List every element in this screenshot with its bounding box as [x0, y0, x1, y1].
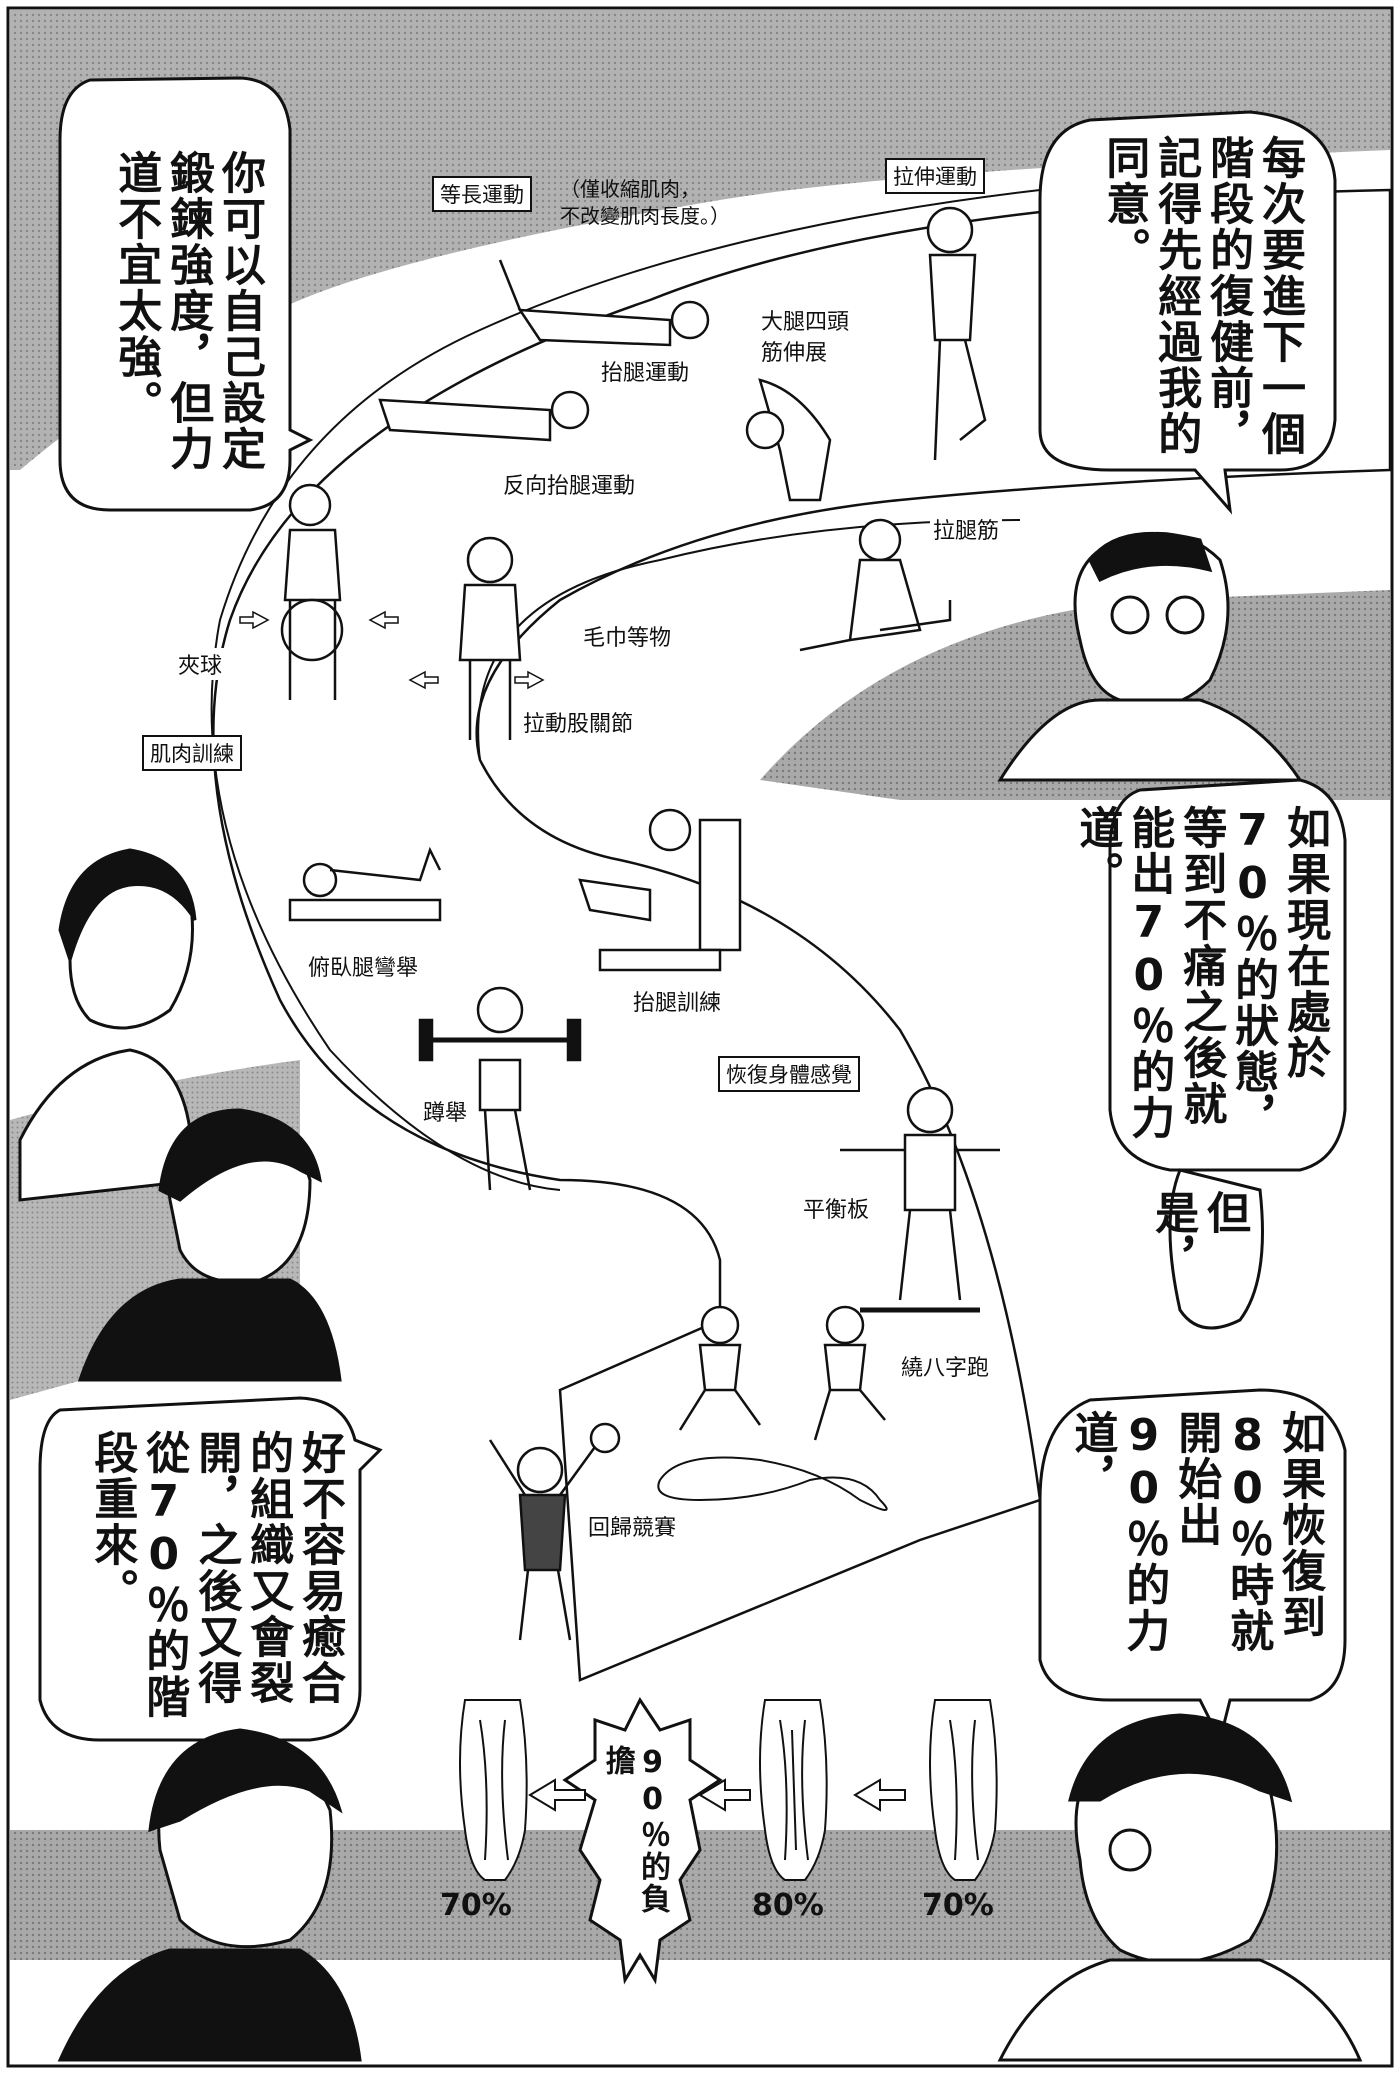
- burst-bubble: [562, 1697, 723, 1985]
- speech-bubble-mid-right: [1108, 778, 1347, 1172]
- stage-note-isometric: （僅收縮肌肉， 不改變肌肉長度。）: [560, 177, 730, 228]
- figure-eight-path: [657, 1456, 888, 1511]
- spiral-line: [210, 189, 1041, 1191]
- label-ball-squeeze: 夾球: [175, 648, 226, 680]
- label-hamstring-stretch: 拉腿筋: [930, 513, 1003, 545]
- speech-bubble-lower-left: [38, 1396, 383, 1742]
- speech-text-mid-right: 如果現在處於70％的狀態，等到不痛之後就能出70％的力道。: [1071, 805, 1330, 1141]
- stage-label-muscle-training: 肌肉訓練: [142, 735, 242, 771]
- label-reverse-leg-raise: 反向抬腿運動: [500, 468, 639, 500]
- stage-label-isometric: 等長運動: [432, 176, 532, 212]
- squeeze-arrows: [239, 610, 545, 690]
- boy-bottom-left-figure: [57, 1728, 362, 2062]
- stage-label-sense-recovery: 恢復身體感覺: [718, 1056, 860, 1092]
- label-leg-raise: 抬腿運動: [598, 355, 693, 387]
- girl-left-figure: [18, 848, 202, 1202]
- doctor-top-figure: [997, 531, 1303, 782]
- muscle-diagram-80: [759, 1699, 828, 1881]
- label-hip-pull: 拉動股關節: [520, 706, 637, 738]
- inner-line: [477, 519, 1021, 761]
- stage-label-stretching: 拉伸運動: [885, 158, 985, 194]
- arrow-muscle-1: [528, 1778, 586, 1812]
- label-return-game: 回歸競賽: [585, 1510, 680, 1542]
- label-squat: 蹲舉: [420, 1095, 471, 1127]
- muscle-pct-left: 70%: [440, 1888, 512, 1923]
- speech-text-top-left: 你可以自己設定鍛鍊強度，但力道不宜太強。: [110, 150, 265, 472]
- speech-text-lower-right: 如果恢復到80％時就開始出90％的力道，: [1066, 1410, 1325, 1654]
- label-figure-eight: 繞八字跑: [898, 1350, 993, 1382]
- muscle-pct-right: 70%: [922, 1888, 994, 1923]
- muscle-diagram-70-left: [459, 1699, 528, 1881]
- label-balance-board: 平衡板: [800, 1192, 873, 1224]
- label-prone-curl: 俯臥腿彎舉: [305, 950, 422, 982]
- muscle-pct-middle: 80%: [752, 1888, 824, 1923]
- screentone-road-bottom: [10, 1830, 1390, 1960]
- exercise-figures: [280, 206, 1000, 1641]
- speech-text-lower-left: 好不容易癒合的組織又會裂開，之後又得從70％的階段重來。: [86, 1430, 345, 1720]
- speech-bubble-top-left: [58, 76, 314, 512]
- muscle-diagram-70-right: [929, 1699, 998, 1881]
- speech-bubble-mid-right-small: [1168, 1168, 1264, 1330]
- speech-text-top-right: 每次要進下一個階段的復健前，記得先經過我的同意。: [1098, 135, 1305, 457]
- screentone-road-top: [10, 10, 1390, 470]
- arrow-muscle-2: [698, 1778, 751, 1812]
- speech-bubble-top-right: [1038, 110, 1337, 515]
- speech-text-mid-right-2: 但是，: [1147, 1190, 1250, 1282]
- doctor-bottom-figure: [997, 1713, 1363, 2062]
- label-leg-extension: 抬腿訓練: [630, 985, 725, 1017]
- arrow-muscle-3: [853, 1778, 906, 1812]
- boy-left-figure: [77, 1108, 342, 1382]
- label-towel: 毛巾等物: [580, 620, 675, 652]
- burst-text: 90％的負擔: [599, 1745, 670, 1915]
- label-quad-stretch: 大腿四頭 筋伸展: [758, 308, 853, 370]
